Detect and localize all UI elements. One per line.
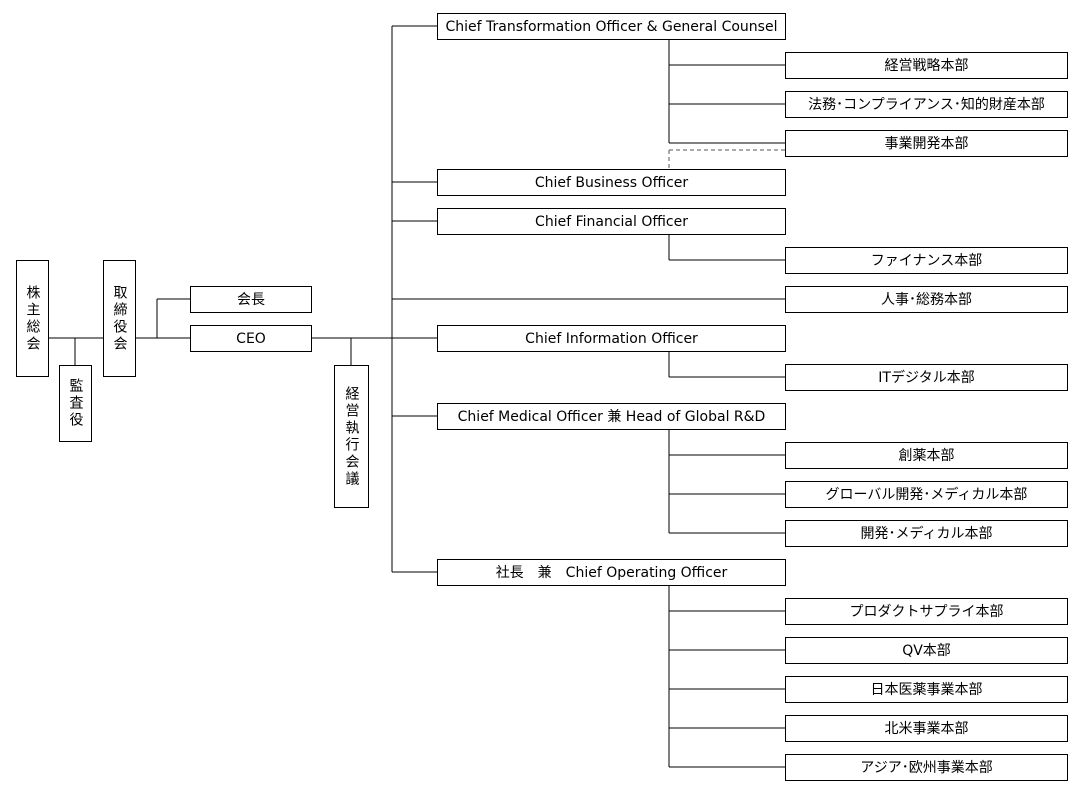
officer-cmo-box: Chief Medical Officer 兼 Head of Global R…	[437, 403, 786, 430]
shareholders-meeting-label: 株主総会	[24, 284, 41, 353]
board-box: 取締役会	[103, 260, 136, 377]
division-drug-box: 創薬本部	[785, 442, 1068, 469]
division-it-label: ITデジタル本部	[878, 369, 975, 386]
division-global-med-box: グローバル開発･メディカル本部	[785, 481, 1068, 508]
division-qv-box: QV本部	[785, 637, 1068, 664]
officer-ctogc-box: Chief Transformation Officer & General C…	[437, 13, 786, 40]
division-drug-label: 創薬本部	[898, 447, 955, 464]
division-dev-med-box: 開発･メディカル本部	[785, 520, 1068, 547]
division-na-box: 北米事業本部	[785, 715, 1068, 742]
division-finance-box: ファイナンス本部	[785, 247, 1068, 274]
ceo-box: CEO	[190, 325, 312, 352]
officer-cfo-box: Chief Financial Officer	[437, 208, 786, 235]
division-supply-box: プロダクトサプライ本部	[785, 598, 1068, 625]
division-qv-label: QV本部	[902, 642, 951, 659]
officer-coo-label: 社長 兼 Chief Operating Officer	[495, 564, 728, 581]
division-bizdev-box: 事業開発本部	[785, 130, 1068, 157]
officer-ctogc-label: Chief Transformation Officer & General C…	[445, 18, 778, 35]
division-strategy-box: 経営戦略本部	[785, 52, 1068, 79]
division-na-label: 北米事業本部	[884, 720, 969, 737]
division-bizdev-label: 事業開発本部	[884, 135, 969, 152]
officer-coo-box: 社長 兼 Chief Operating Officer	[437, 559, 786, 586]
division-legal-box: 法務･コンプライアンス･知的財産本部	[785, 91, 1068, 118]
shareholders-meeting-box: 株主総会	[16, 260, 49, 377]
officer-cio-box: Chief Information Officer	[437, 325, 786, 352]
exec-committee-label: 経営執行会議	[343, 385, 360, 488]
auditor-box: 監査役	[59, 365, 92, 442]
exec-committee-box: 経営執行会議	[334, 365, 369, 508]
board-label: 取締役会	[111, 284, 128, 353]
division-asia-eu-box: アジア･欧州事業本部	[785, 754, 1068, 781]
division-finance-label: ファイナンス本部	[870, 252, 983, 269]
division-supply-label: プロダクトサプライ本部	[849, 603, 1004, 620]
officer-cio-label: Chief Information Officer	[525, 330, 698, 347]
chairman-box: 会長	[190, 286, 312, 313]
division-it-box: ITデジタル本部	[785, 364, 1068, 391]
officer-cmo-label: Chief Medical Officer 兼 Head of Global R…	[457, 408, 766, 425]
division-japan-box: 日本医薬事業本部	[785, 676, 1068, 703]
division-strategy-label: 経営戦略本部	[884, 57, 969, 74]
officer-cfo-label: Chief Financial Officer	[535, 213, 688, 230]
division-hr-label: 人事･総務本部	[881, 291, 972, 308]
division-dev-med-label: 開発･メディカル本部	[860, 525, 993, 542]
division-asia-eu-label: アジア･欧州事業本部	[860, 759, 993, 776]
auditor-label: 監査役	[67, 378, 84, 429]
officer-cbo-box: Chief Business Officer	[437, 169, 786, 196]
division-japan-label: 日本医薬事業本部	[870, 681, 983, 698]
chairman-label: 会長	[237, 291, 265, 308]
division-legal-label: 法務･コンプライアンス･知的財産本部	[808, 96, 1045, 113]
ceo-label: CEO	[236, 330, 266, 347]
officer-cbo-label: Chief Business Officer	[534, 174, 689, 191]
division-global-med-label: グローバル開発･メディカル本部	[825, 486, 1028, 503]
division-hr-box: 人事･総務本部	[785, 286, 1068, 313]
